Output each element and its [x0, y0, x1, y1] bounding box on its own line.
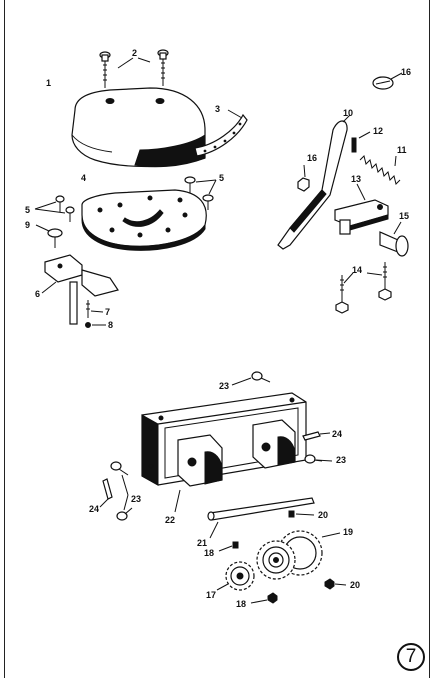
- part-6-bracket: [41, 254, 119, 325]
- page-number-badge: 7: [397, 643, 425, 671]
- part-4-base-plate: [81, 189, 207, 251]
- callout-12: 12: [373, 126, 383, 136]
- housing-block-left: [177, 434, 223, 487]
- part-7-pin: [86, 300, 104, 318]
- callout-22: 22: [165, 515, 175, 525]
- part-16-cap: [372, 72, 403, 90]
- callout-3: 3: [215, 104, 220, 114]
- callout-24b: 24: [89, 504, 99, 514]
- callout-11: 11: [397, 145, 407, 155]
- callout-10: 10: [343, 108, 353, 118]
- callout-5a: 5: [219, 173, 224, 183]
- page-border-left: [4, 0, 5, 678]
- callout-5b: 5: [25, 205, 30, 215]
- callout-17: 17: [206, 590, 216, 600]
- part-8-nut: [85, 322, 106, 328]
- callout-14: 14: [352, 265, 362, 275]
- callout-20a: 20: [318, 510, 328, 520]
- part-19-gear-cluster: [256, 530, 341, 580]
- part-10-lever: [277, 114, 351, 250]
- part-11-spring: [359, 155, 401, 185]
- callout-24a: 24: [332, 429, 342, 439]
- callout-1: 1: [46, 78, 51, 88]
- part-21-shaft: [207, 497, 315, 539]
- callout-8: 8: [108, 320, 113, 330]
- part-3-strip: [194, 109, 248, 157]
- callout-23a: 23: [219, 381, 229, 391]
- callout-16b: 16: [401, 67, 411, 77]
- callout-labels: 1 2 3 4 5 5 6 7 8 9 10 11 12 13 14 15 16…: [25, 48, 411, 609]
- part-24-pins: [99, 431, 331, 508]
- callout-15: 15: [399, 211, 409, 221]
- part-16-nut: [297, 164, 310, 192]
- page-border-right: [429, 0, 430, 678]
- part-13-slide-block: [334, 183, 389, 235]
- part-15-knob: [379, 221, 409, 257]
- callout-20b: 20: [350, 580, 360, 590]
- callout-19: 19: [343, 527, 353, 537]
- callout-4: 4: [81, 173, 86, 183]
- callout-13: 13: [351, 174, 361, 184]
- part-12-pin: [351, 131, 371, 153]
- part-20-pins: [288, 510, 347, 590]
- callout-2: 2: [132, 48, 137, 58]
- part-5-small-screws: [34, 176, 217, 222]
- callout-21: 21: [197, 538, 207, 548]
- part-18-small-parts: [218, 541, 278, 604]
- part-2-screws: [99, 49, 169, 88]
- part-17-gear: [216, 561, 255, 591]
- part-9-thumb-screw: [35, 224, 63, 248]
- callout-9: 9: [25, 220, 30, 230]
- part-14-bolts: [335, 262, 392, 314]
- callout-7: 7: [105, 307, 110, 317]
- callout-6: 6: [35, 289, 40, 299]
- housing-block-right: [252, 419, 296, 469]
- part-1-cover: [71, 87, 206, 168]
- callout-18a: 18: [204, 548, 214, 558]
- callout-23c: 23: [131, 494, 141, 504]
- callout-23b: 23: [336, 455, 346, 465]
- part-23-screws: [110, 371, 333, 521]
- callout-16a: 16: [307, 153, 317, 163]
- callout-18b: 18: [236, 599, 246, 609]
